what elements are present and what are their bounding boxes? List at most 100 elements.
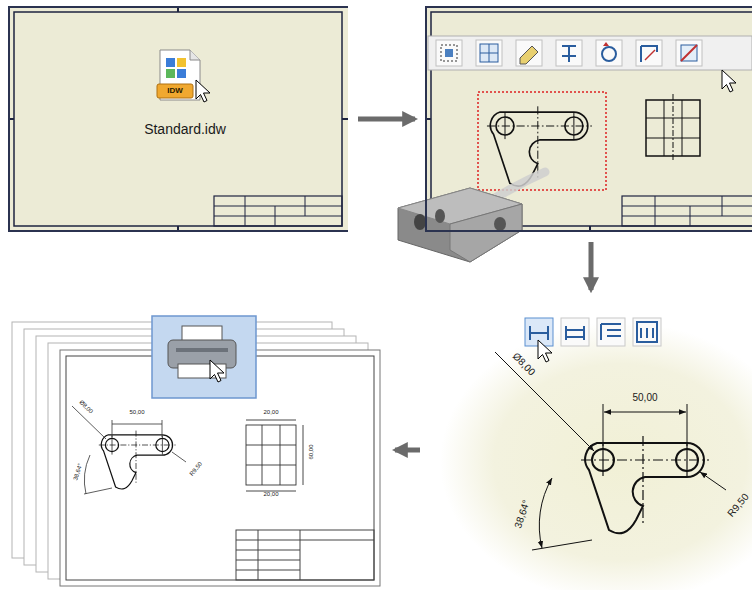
toolbar [596, 40, 622, 66]
toolbar [641, 46, 657, 62]
dimension-text: R9,50 [725, 491, 751, 519]
drawing-sheet [622, 216, 752, 217]
toolbar [603, 42, 609, 46]
dimension-text: 20,00 [263, 409, 278, 416]
part-model [398, 188, 522, 262]
drawing-sheet [14, 12, 342, 226]
file-icon [190, 50, 200, 60]
flow-arrow [589, 242, 594, 290]
toolbar [637, 322, 657, 342]
part-model [398, 188, 522, 262]
file-icon [157, 50, 200, 100]
toolbar [633, 318, 661, 346]
toolbar [636, 40, 662, 66]
drawing-sheet [245, 196, 246, 226]
dimension-text: Ø8,00 [78, 399, 94, 415]
toolbar [681, 45, 697, 61]
toolbar [645, 50, 655, 60]
file-name: Standard.idw [144, 122, 226, 137]
dimension-lines [72, 406, 186, 494]
side-view [246, 445, 296, 446]
toolbar [530, 326, 548, 340]
part-view [99, 431, 176, 489]
drawing-sheet [8, 6, 348, 232]
toolbar [480, 44, 498, 62]
print-button [152, 316, 256, 398]
dimension-lines [539, 478, 552, 548]
dimension-lines [687, 404, 688, 446]
dimension-lines [604, 412, 686, 413]
dimension-lines [603, 404, 604, 446]
toolbar [602, 47, 616, 61]
side-view [280, 425, 281, 485]
part-model [494, 217, 506, 231]
drawing-sheet [690, 206, 691, 226]
drawing-sheet [214, 216, 342, 217]
part-view [581, 436, 709, 533]
part-model [450, 204, 522, 262]
mouse-cursor [210, 360, 224, 382]
side-view [664, 100, 665, 156]
toolbar [566, 326, 584, 340]
print-button [176, 348, 228, 352]
drawing-sheet [342, 118, 348, 120]
mouse-cursor [538, 340, 552, 362]
template-sheet: Standard.idw [8, 6, 348, 232]
drawing-sheet [622, 206, 752, 207]
mouse-cursor [722, 70, 736, 92]
toolbar [597, 318, 625, 346]
toolbar [428, 36, 752, 70]
side-view [673, 94, 674, 162]
printed-sheets [236, 570, 300, 571]
toolbar [556, 40, 582, 66]
drawing-sheet [622, 196, 752, 226]
part-model [435, 209, 445, 223]
dimension-lines [112, 424, 162, 425]
drawing-sheet [305, 196, 306, 216]
dimension-panel: 50,00Ø8,0038,64°R9,50 [430, 300, 752, 590]
file-icon [166, 58, 175, 67]
toolbar [436, 40, 462, 66]
dimension-text: 38,64° [512, 498, 531, 529]
side-view [303, 425, 304, 485]
print-panel: 50,00 Ø8,00 38,64° R9,50 20,00 60,00 20,00 [8, 312, 385, 588]
dimension-text: 20,00 [263, 491, 278, 498]
printed-sheets [12, 322, 380, 586]
dimension-text: 60,00 [308, 444, 315, 459]
side-view [646, 94, 700, 162]
drawing-sheet [214, 196, 342, 226]
toolbar [676, 40, 702, 66]
printed-sheets [300, 530, 301, 580]
flow-arrow [395, 448, 420, 453]
file-icon [157, 84, 193, 98]
side-view [246, 420, 303, 491]
dimension-lines [495, 352, 726, 550]
dimension-lines [700, 472, 726, 490]
printed-sheets [258, 530, 259, 580]
toolbar [681, 45, 697, 61]
dimension-text: 38,64° [72, 463, 84, 482]
dimension-text: 50,00 [129, 409, 144, 416]
toolbar [445, 49, 453, 57]
file-icon [177, 69, 186, 78]
side-view [682, 100, 683, 156]
side-view [262, 425, 263, 485]
dimension-text: Ø8,00 [510, 350, 537, 377]
dimension-lines [495, 352, 594, 451]
file-icon [177, 58, 186, 67]
side-view [246, 420, 296, 421]
toolbar [562, 46, 576, 62]
highlight-glow [440, 322, 752, 590]
dimension-lines [84, 455, 90, 494]
dimension-text: R9,50 [188, 461, 203, 478]
toolbar [480, 53, 498, 54]
dimension-lines [162, 420, 163, 437]
toolbar [601, 324, 621, 340]
drawing-sheet [8, 6, 348, 232]
toolbar [441, 45, 457, 61]
toolbar [525, 318, 661, 346]
drawing-sheet [722, 196, 723, 216]
